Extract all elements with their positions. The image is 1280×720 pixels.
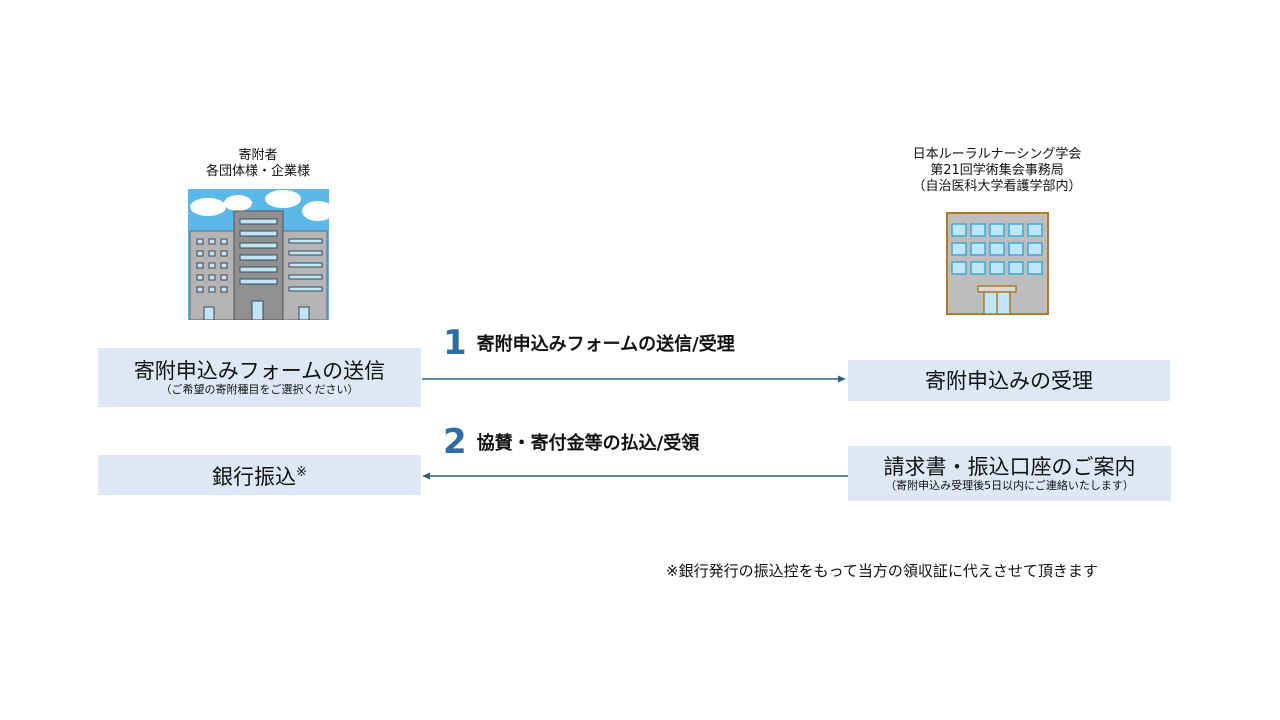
arrow-head-right <box>838 375 846 383</box>
invoice-label: 請求書・振込口座のご案内 <box>883 455 1136 479</box>
step-2-label: 協賛・寄付金等の払込/受領 <box>476 433 700 454</box>
office-caption-line2: 第21回学術集会事務局 <box>930 163 1064 178</box>
send-form-note: （ご希望の寄附種目をご選択ください） <box>160 383 359 396</box>
send-form-box: 寄附申込みフォームの送信 （ご希望の寄附種目をご選択ください） <box>98 348 421 407</box>
step-1-number: 1 <box>443 323 467 363</box>
office-caption: 日本ルーラルナーシング学会 第21回学術集会事務局 （自治医科大学看護学部内） <box>857 147 1137 195</box>
step-2: 2 協賛・寄付金等の払込/受領 <box>443 425 699 459</box>
bank-transfer-label: 銀行振込 <box>212 465 297 489</box>
step-2-number: 2 <box>443 422 467 462</box>
footnote: ※銀行発行の振込控をもって当方の領収証に代えさせて頂きます <box>666 562 1098 580</box>
arrow-head-left <box>422 472 430 480</box>
bank-transfer-box: 銀行振込※ <box>98 455 421 495</box>
donor-caption-line2: 各団体様・企業様 <box>205 164 310 179</box>
office-caption-line1: 日本ルーラルナーシング学会 <box>912 147 1082 162</box>
invoice-box: 請求書・振込口座のご案内 （寄附申込み受理後5日以内にご連絡いたします） <box>848 446 1171 501</box>
invoice-note: （寄附申込み受理後5日以内にご連絡いたします） <box>885 479 1134 492</box>
office-caption-line3: （自治医科大学看護学部内） <box>912 179 1082 194</box>
send-form-label: 寄附申込みフォームの送信 <box>133 359 386 383</box>
donor-caption: 寄附者 各団体様・企業様 <box>158 148 358 180</box>
step-1: 1 寄附申込みフォームの送信/受理 <box>443 326 735 360</box>
bank-transfer-note-mark: ※ <box>296 465 307 480</box>
receive-form-label: 寄附申込みの受理 <box>925 368 1093 393</box>
donor-caption-line1: 寄附者 <box>238 148 278 163</box>
receive-form-box: 寄附申込みの受理 <box>848 360 1170 401</box>
office-buildings-icon <box>188 189 329 320</box>
office-building-icon <box>946 212 1049 315</box>
step-1-label: 寄附申込みフォームの送信/受理 <box>476 334 735 355</box>
